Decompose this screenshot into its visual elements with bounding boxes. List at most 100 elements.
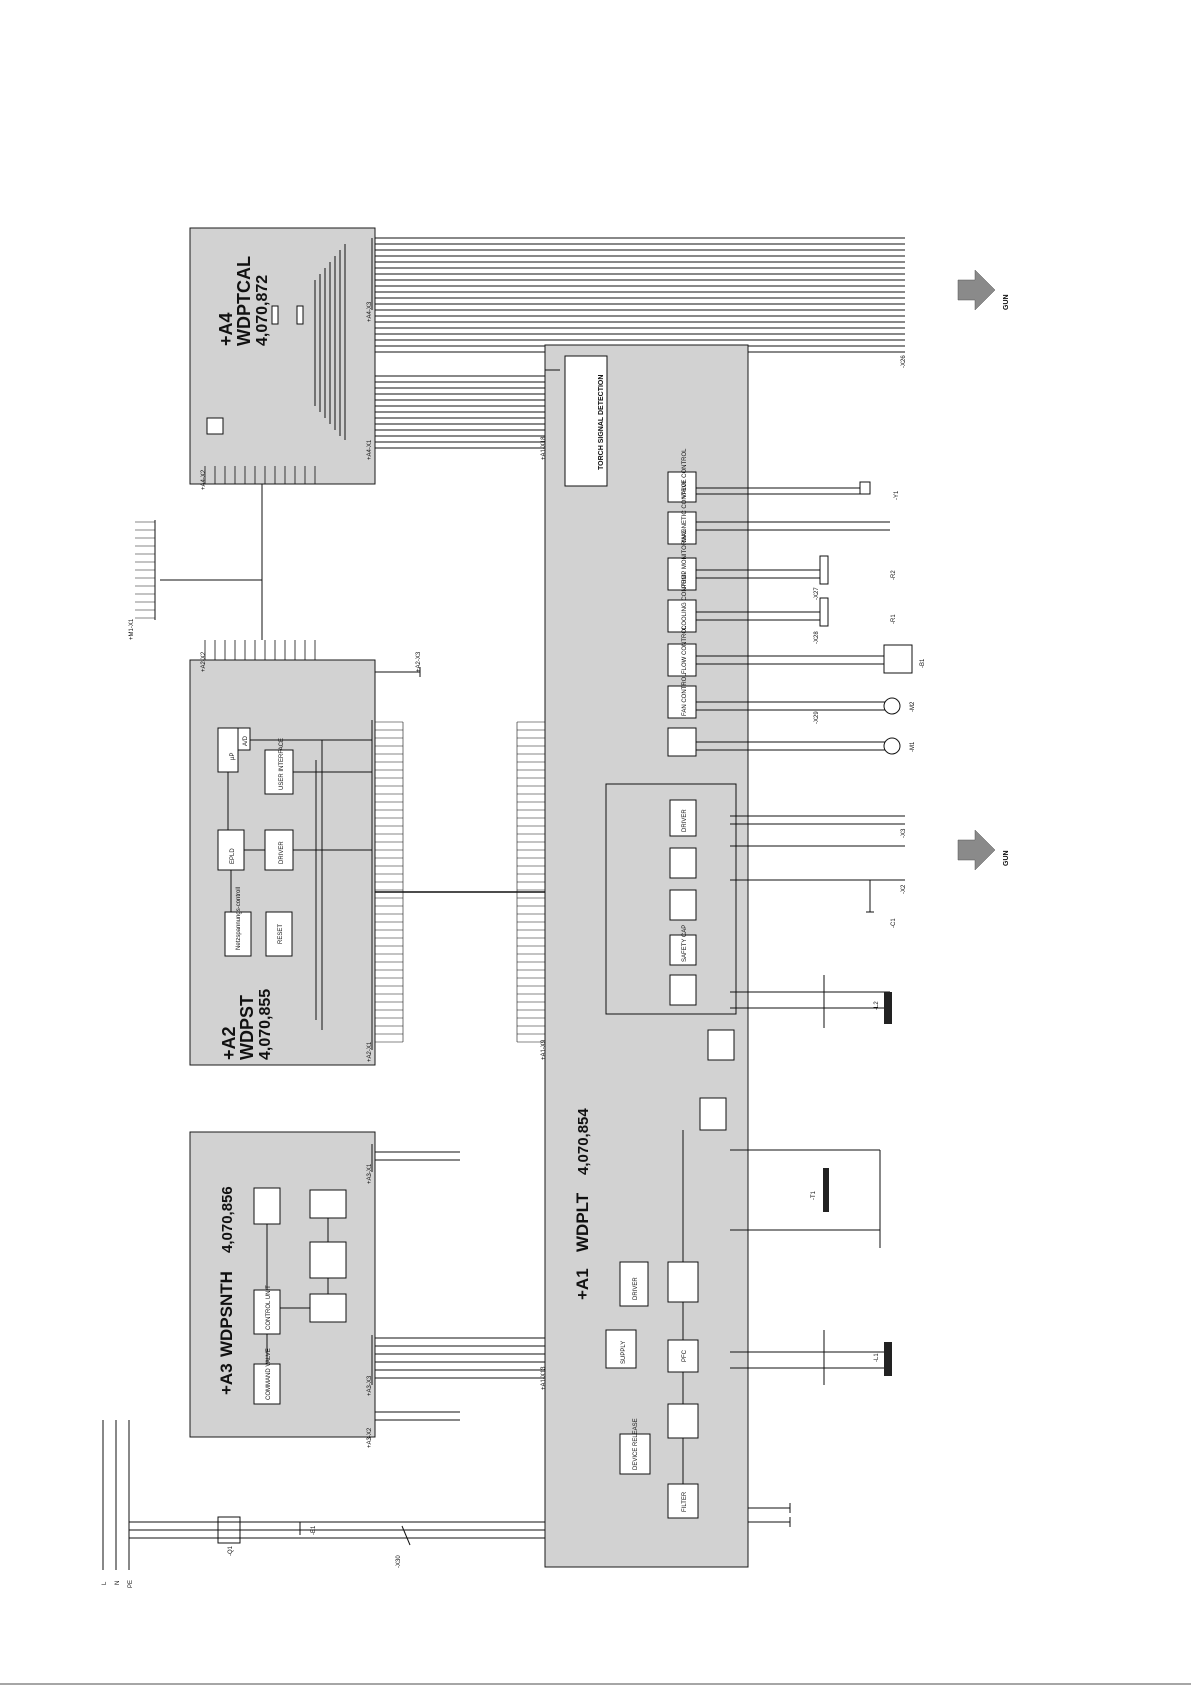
module-a4-name: WDPTCAL xyxy=(234,256,254,346)
module-a3-box xyxy=(189,1131,376,1438)
gun-label-mid: GUN xyxy=(1003,850,1010,866)
block-relay xyxy=(667,727,697,757)
conn-a4-x2: +A4-X2 xyxy=(201,469,207,490)
svg-text:-X3: -X3 xyxy=(901,828,907,838)
flow-sensor-b1 xyxy=(883,644,913,674)
gun-arrow-top: GUN xyxy=(957,269,1010,311)
svg-text:SUPPLY: SUPPLY xyxy=(621,1341,627,1364)
svg-text:-E1: -E1 xyxy=(311,1525,317,1535)
mains-n: N xyxy=(115,1581,121,1585)
block-driver-upper xyxy=(669,799,697,837)
svg-text:-X2: -X2 xyxy=(901,884,907,894)
svg-text:FLOW CONTROL: FLOW CONTROL xyxy=(682,625,688,674)
block-valve-control xyxy=(667,471,697,503)
svg-text:-R2: -R2 xyxy=(891,570,897,580)
svg-text:COOLING CONTROL: COOLING CONTROL xyxy=(682,571,688,630)
module-a2-part: 4,070,855 xyxy=(257,989,274,1060)
svg-text:SAFETY CAP: SAFETY CAP xyxy=(682,925,688,962)
module-a2-ref: +A2 xyxy=(219,1026,239,1060)
block-chopper-2 xyxy=(707,1029,735,1061)
block-safety-cap xyxy=(669,934,697,966)
conn-a2-x1: +A2-X1 xyxy=(367,1041,373,1062)
svg-text:Netzspannungs-controll: Netzspannungs-controll xyxy=(236,887,242,950)
block-mu-p xyxy=(217,727,239,773)
transformer-t1-core xyxy=(823,1168,829,1212)
conn-a4-x3: +A4-X3 xyxy=(367,301,373,322)
svg-text:CONTROL UNIT: CONTROL UNIT xyxy=(266,1285,272,1330)
svg-text:DRIVER: DRIVER xyxy=(633,1277,639,1300)
svg-text:-L2: -L2 xyxy=(874,1001,880,1010)
svg-text:µP: µP xyxy=(230,753,236,760)
conn-a3-x3: +A3-X3 xyxy=(367,1375,373,1396)
block-ad xyxy=(237,727,251,751)
a3-wires xyxy=(375,1151,545,1421)
svg-text:VALVE CONTROL: VALVE CONTROL xyxy=(682,448,688,498)
gun-label-top: GUN xyxy=(1003,294,1010,310)
module-a1-part: 4,070,854 xyxy=(575,1108,592,1175)
block-a3-transformer xyxy=(309,1241,347,1279)
resistor-2 xyxy=(296,305,304,325)
group-output-stage xyxy=(605,783,737,1015)
svg-text:PFC: PFC xyxy=(682,1349,688,1362)
conn-a4-x1: +A4-X1 xyxy=(367,439,373,460)
module-a1-name: WDPLT xyxy=(573,1192,592,1252)
module-a4-part: 4,070,872 xyxy=(254,275,271,346)
svg-text:-Y1: -Y1 xyxy=(894,490,900,500)
svg-text:DRIVER: DRIVER xyxy=(279,841,285,864)
svg-text:RESET: RESET xyxy=(278,924,284,944)
block-torch-signal-detection xyxy=(564,355,608,487)
block-rectifier-1 xyxy=(699,1097,727,1131)
module-a1: +A1 WDPLT 4,070,854 +A1-X18 +A1-X9 +A1-X… xyxy=(541,344,749,1568)
svg-text:-Q1: -Q1 xyxy=(228,1545,234,1556)
block-a3-regulator xyxy=(253,1187,281,1225)
conn-x26: -X26 xyxy=(901,355,907,368)
svg-text:DRIVER: DRIVER xyxy=(682,809,688,832)
block-switch xyxy=(667,1261,699,1303)
block-netzspannungs-controll xyxy=(224,911,252,957)
module-a4-ref: +A4 xyxy=(216,312,236,346)
module-a4: +A4 WDPTCAL 4,070,872 +A4-X3 +A4-X1 +A4-… xyxy=(189,227,376,490)
module-a2: +A2 WDPST 4,070,855 µP A/D USER INTERFAC… xyxy=(189,640,422,1066)
a1-right-outputs: -Y1 -R2 -X27 -R1 -X28 -B1 -M2 -X29 -M1 -… xyxy=(696,481,926,1527)
svg-text:USER INTERFACE: USER INTERFACE xyxy=(279,738,285,790)
block-epld xyxy=(217,829,245,871)
inductor-l2 xyxy=(884,992,892,1024)
conn-a2-x2: +A2-X2 xyxy=(201,651,207,672)
svg-text:FILTER: FILTER xyxy=(682,1491,688,1512)
block-reset xyxy=(265,911,293,957)
block-rectifier-2 xyxy=(667,1403,699,1439)
block-a3-switch xyxy=(309,1293,347,1323)
svg-text:-M1: -M1 xyxy=(910,741,916,752)
svg-text:EPLD: EPLD xyxy=(230,848,236,864)
conn-a1-x9: +A1-X9 xyxy=(541,1039,547,1060)
block-user-interface xyxy=(264,749,294,795)
pump-m1 xyxy=(883,737,901,755)
module-a3: +A3 WDPSNTH 4,070,856 CONTROL UNIT COMMA… xyxy=(189,1131,376,1448)
block-a3-rectifier xyxy=(309,1189,347,1219)
a4-a2-link: +M1-X1 xyxy=(129,484,421,677)
module-a1-ref: +A1 xyxy=(573,1268,592,1300)
mains-input: L N PE -Q1 -E1 -X30 xyxy=(102,1420,545,1588)
optocoupler-a4 xyxy=(206,417,224,435)
valve-y1 xyxy=(859,481,871,495)
conn-m1-x1: +M1-X1 xyxy=(129,618,135,640)
svg-text:MAGNETIC CONTROL: MAGNETIC CONTROL xyxy=(682,479,688,542)
module-a3-name: WDPSNTH xyxy=(217,1271,236,1357)
svg-text:-M2: -M2 xyxy=(910,701,916,712)
svg-text:COMMAND VALVE: COMMAND VALVE xyxy=(266,1348,272,1400)
svg-text:A/D: A/D xyxy=(243,735,249,746)
resistor-1 xyxy=(271,305,279,325)
block-cooling-control xyxy=(667,599,697,633)
svg-text:-R1: -R1 xyxy=(891,614,897,624)
svg-text:-C1: -C1 xyxy=(891,918,897,928)
a2-a1-ribbon xyxy=(375,721,545,1043)
svg-text:FAN CONTROL: FAN CONTROL xyxy=(682,673,688,716)
inductor-l1 xyxy=(884,1342,892,1376)
mains-l: L xyxy=(102,1581,108,1585)
block-device-release xyxy=(619,1433,651,1475)
svg-text:-X29: -X29 xyxy=(814,711,820,724)
block-driver-lower xyxy=(619,1261,649,1307)
mains-pe: PE xyxy=(128,1580,134,1588)
